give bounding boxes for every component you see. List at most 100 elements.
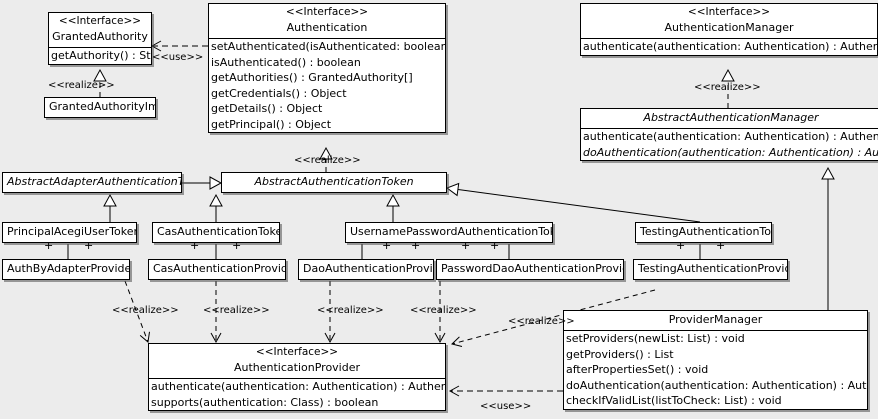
class-name: AuthByAdapterProvider <box>7 262 130 275</box>
class-name: TestingAuthenticationToken <box>640 225 772 238</box>
member-item: setProviders(newList: List) : void <box>566 332 745 345</box>
class-granted-authority-impl[interactable]: GrantedAuthorityImpl <box>44 97 156 118</box>
class-name: GrantedAuthorityImpl <box>49 100 155 113</box>
assoc-plus-marker: + <box>490 239 500 252</box>
class-name: Authentication <box>286 21 368 34</box>
assoc-plus-marker: + <box>382 239 392 252</box>
section-divider <box>49 47 151 48</box>
class-name: AuthenticationProvider <box>233 361 361 374</box>
member-item: getProviders() : List <box>566 347 674 361</box>
member-item: doAuthentication(authentication: Authent… <box>583 145 878 159</box>
stereotype-label: <<Interface>> <box>285 6 369 18</box>
class-header: DaoAuthenticationProvider <box>299 260 433 279</box>
class-header: TestingAuthenticationProvider <box>634 260 787 279</box>
assoc-plus-marker: + <box>44 239 54 252</box>
member-item: afterPropertiesSet() : void <box>566 363 709 376</box>
section-divider <box>209 38 445 39</box>
class-header: AbstractAuthenticationManager <box>581 109 878 128</box>
class-header: GrantedAuthorityImpl <box>45 98 155 117</box>
class-abstract-authentication-manager[interactable]: AbstractAuthenticationManager authentica… <box>580 108 878 161</box>
class-header: <<Interface>> Authentication <box>209 4 445 38</box>
class-granted-authority[interactable]: <<Interface>> GrantedAuthority getAuthor… <box>48 12 152 65</box>
member-list: authenticate(authentication: Authenticat… <box>149 379 445 410</box>
class-name: PrincipalAcegiUserToken <box>7 225 137 238</box>
class-header: <<Interface>> AuthenticationProvider <box>149 344 445 378</box>
class-name: CasAuthenticationProvider <box>153 262 286 275</box>
assoc-plus-marker: + <box>461 239 471 252</box>
class-name: CasAuthenticationToken <box>157 225 280 238</box>
class-auth-by-adapter-provider[interactable]: AuthByAdapterProvider <box>2 259 130 280</box>
member-list: setAuthenticated(isAuthenticated: boolea… <box>209 39 445 132</box>
member-item: authenticate(authentication: Authenticat… <box>583 40 877 53</box>
edge-label-realize-abstractmanager: <<realize>> <box>694 82 761 93</box>
member-item: checkIfValidList(listToCheck: List) : vo… <box>566 394 782 407</box>
edge-label-realize-passworddaoprovider: <<realize>> <box>410 305 477 316</box>
section-divider <box>564 330 867 331</box>
class-username-password-authentication-token[interactable]: UsernamePasswordAuthenticationToken <box>345 222 553 243</box>
class-name: PasswordDaoAuthenticationProvider <box>441 262 624 275</box>
class-header: AuthByAdapterProvider <box>3 260 129 279</box>
class-header: <<Interface>> AuthenticationManager <box>581 4 877 38</box>
class-authentication-manager[interactable]: <<Interface>> AuthenticationManager auth… <box>580 3 878 56</box>
class-name: GrantedAuthority <box>52 30 148 43</box>
class-testing-authentication-provider[interactable]: TestingAuthenticationProvider <box>633 259 788 280</box>
class-header: <<Interface>> GrantedAuthority <box>49 13 151 47</box>
class-dao-authentication-provider[interactable]: DaoAuthenticationProvider <box>298 259 434 280</box>
member-item: setAuthenticated(isAuthenticated: boolea… <box>211 40 445 53</box>
class-name: UsernamePasswordAuthenticationToken <box>350 225 553 238</box>
class-header: AbstractAdapterAuthenticationToken <box>3 173 181 192</box>
section-divider <box>149 378 445 379</box>
class-authentication[interactable]: <<Interface>> Authentication setAuthenti… <box>208 3 446 133</box>
class-name: AbstractAuthenticationManager <box>643 111 819 124</box>
edge-label-use-authentication: <<use>> <box>152 52 204 63</box>
stereotype-label: <<Interface>> <box>58 15 142 27</box>
edge-label-realize-abstracttoken: <<realize>> <box>294 155 361 166</box>
class-header: TestingAuthenticationToken <box>636 223 771 242</box>
member-list: authenticate(authentication: Authenticat… <box>581 39 877 55</box>
assoc-plus-marker: + <box>411 239 421 252</box>
class-principal-acegi-user-token[interactable]: PrincipalAcegiUserToken <box>2 222 137 243</box>
class-cas-authentication-token[interactable]: CasAuthenticationToken <box>152 222 280 243</box>
edge-label-use-providermanager: <<use>> <box>480 401 532 412</box>
class-header: PrincipalAcegiUserToken <box>3 223 136 242</box>
class-name: TestingAuthenticationProvider <box>638 262 788 275</box>
member-item: getAuthority() : String <box>51 49 151 62</box>
class-abstract-adapter-authentication-token[interactable]: AbstractAdapterAuthenticationToken <box>2 172 182 193</box>
member-item: doAuthentication(authentication: Authent… <box>566 378 867 392</box>
class-authentication-provider[interactable]: <<Interface>> AuthenticationProvider aut… <box>148 343 446 411</box>
class-password-dao-authentication-provider[interactable]: PasswordDaoAuthenticationProvider <box>436 259 624 280</box>
class-header: PasswordDaoAuthenticationProvider <box>437 260 623 279</box>
class-header: UsernamePasswordAuthenticationToken <box>346 223 552 242</box>
class-testing-authentication-token[interactable]: TestingAuthenticationToken <box>635 222 772 243</box>
section-divider <box>581 128 878 129</box>
class-name: AbstractAuthenticationToken <box>254 175 414 188</box>
assoc-plus-marker: + <box>716 239 726 252</box>
class-abstract-authentication-token[interactable]: AbstractAuthenticationToken <box>221 172 447 193</box>
class-name: AbstractAdapterAuthenticationToken <box>7 175 181 188</box>
member-list: setProviders(newList: List) : void getPr… <box>564 331 867 409</box>
class-provider-manager[interactable]: ProviderManager setProviders(newList: Li… <box>563 310 868 410</box>
class-name: DaoAuthenticationProvider <box>303 262 433 275</box>
edge-label-realize-providermanager: <<realize>> <box>508 316 575 327</box>
member-item: getPrincipal() : Object <box>211 117 332 131</box>
class-name: ProviderManager <box>668 313 763 326</box>
member-item: getAuthorities() : GrantedAuthority[] <box>211 71 413 84</box>
edge-label-realize-authbyadapter: <<realize>> <box>112 305 179 316</box>
member-item: getCredentials() : Object <box>211 86 347 100</box>
member-item: getDetails() : Object <box>211 102 323 115</box>
edge-label-realize-grantedauthorityimpl: <<realize>> <box>48 80 115 91</box>
member-list: getAuthority() : String <box>49 48 151 64</box>
member-item: authenticate(authentication: Authenticat… <box>151 380 445 393</box>
member-item: authenticate(authentication: Authenticat… <box>583 130 878 143</box>
edge-label-realize-daoprovider: <<realize>> <box>317 305 384 316</box>
edge-label-realize-casprovider: <<realize>> <box>203 305 270 316</box>
edge-generalize-testingtoken-abstracttoken <box>445 182 701 223</box>
class-header: ProviderManager <box>564 311 867 330</box>
class-header: AbstractAuthenticationToken <box>222 173 446 192</box>
class-name: AuthenticationManager <box>664 21 794 34</box>
section-divider <box>581 38 877 39</box>
class-cas-authentication-provider[interactable]: CasAuthenticationProvider <box>148 259 286 280</box>
member-item: isAuthenticated() : boolean <box>211 55 361 69</box>
assoc-plus-marker: + <box>232 239 242 252</box>
